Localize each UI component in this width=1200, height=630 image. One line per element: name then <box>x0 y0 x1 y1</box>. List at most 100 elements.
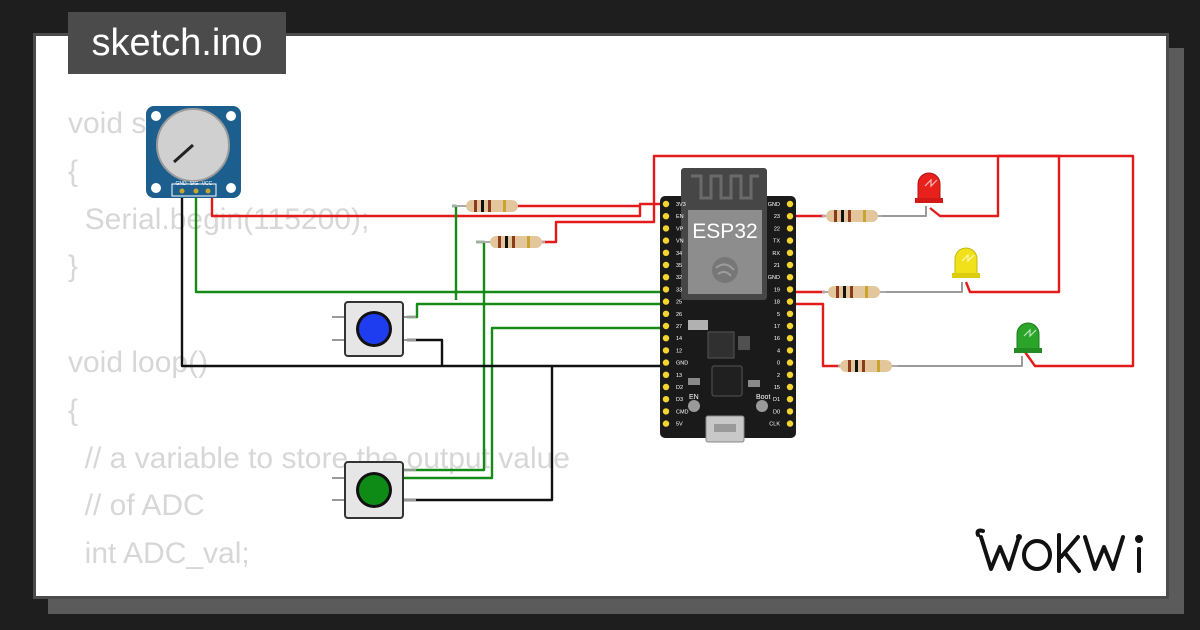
left-pin-header: 3V3ENVPVN343532332526271412GND13D2D3CMD5… <box>662 200 689 428</box>
pushbutton-blue[interactable] <box>332 301 416 357</box>
espressif-logo-icon <box>712 257 738 283</box>
board-pin[interactable] <box>786 359 794 366</box>
board-pin[interactable] <box>786 408 794 415</box>
file-tab[interactable]: sketch.ino <box>68 12 286 74</box>
board-pin[interactable] <box>662 261 670 269</box>
resistor[interactable] <box>838 360 898 372</box>
wire-black[interactable] <box>404 366 554 502</box>
board-pin-label: 17 <box>774 324 780 330</box>
board-pin[interactable] <box>786 286 794 293</box>
board-pin-label: RX <box>772 251 780 257</box>
code-line: { <box>68 393 79 427</box>
board-pin[interactable] <box>662 335 670 342</box>
resistor[interactable] <box>822 286 886 298</box>
potentiometer[interactable]: GND SIG VCC <box>146 106 241 198</box>
wire-red[interactable] <box>540 154 1000 244</box>
board-pin[interactable] <box>662 408 670 415</box>
board-pin[interactable] <box>662 298 670 305</box>
board-pin[interactable] <box>662 383 670 391</box>
resistor[interactable] <box>476 236 545 248</box>
board-pin[interactable] <box>662 310 670 317</box>
board-pin-label: CMD <box>676 409 689 415</box>
usb-chip <box>711 365 743 397</box>
board-pin[interactable] <box>786 335 794 342</box>
code-line: // a variable to store the output value <box>68 441 570 475</box>
board-pin-label: D0 <box>773 409 780 415</box>
wire-red[interactable] <box>789 302 840 368</box>
board-pin[interactable] <box>786 225 794 232</box>
board-pin[interactable] <box>786 274 794 281</box>
board-pin[interactable] <box>786 261 794 269</box>
board-pin[interactable] <box>786 298 794 305</box>
board-pin[interactable] <box>662 420 670 427</box>
board-pin-label: 27 <box>676 324 682 330</box>
board-pin[interactable] <box>786 237 794 244</box>
board-pin[interactable] <box>662 225 670 232</box>
board-pin[interactable] <box>662 371 670 378</box>
board-pin[interactable] <box>662 347 670 354</box>
wokwi-logo <box>975 528 1143 573</box>
antenna-icon <box>691 174 759 200</box>
board-pin-label: 5V <box>676 422 683 428</box>
board-pin-label: 3V3 <box>676 202 686 208</box>
led-red[interactable] <box>915 172 943 203</box>
board-pin[interactable] <box>786 310 794 317</box>
pot-pin-label: SIG <box>190 181 199 187</box>
pin[interactable] <box>205 188 211 194</box>
wire-green[interactable] <box>194 190 668 294</box>
wire-green[interactable] <box>404 240 486 472</box>
button-cap[interactable] <box>359 314 389 344</box>
board-pin[interactable] <box>662 237 670 244</box>
board-pin-label: 4 <box>777 348 780 354</box>
board-pin[interactable] <box>786 322 794 330</box>
wire-black[interactable] <box>180 190 668 368</box>
esp32-board[interactable]: ESP32 EN Boot 3V3ENVPVN34353233252627141… <box>660 168 796 443</box>
board-pin-label: 26 <box>676 312 682 318</box>
wire-green[interactable] <box>407 302 668 319</box>
wire-green[interactable] <box>452 204 458 300</box>
board-pin-label: 5 <box>777 312 780 318</box>
wire-red[interactable] <box>206 186 668 218</box>
board-pin[interactable] <box>786 396 794 403</box>
pushbutton-green[interactable] <box>332 461 416 519</box>
board-pin[interactable] <box>662 249 670 256</box>
board-pin-label: 33 <box>676 287 682 293</box>
board-pin[interactable] <box>662 359 670 366</box>
led-green[interactable] <box>1014 322 1042 353</box>
board-pin[interactable] <box>786 213 794 220</box>
board-pin[interactable] <box>786 347 794 354</box>
board-pin[interactable] <box>662 200 670 208</box>
wire-green[interactable] <box>404 326 668 480</box>
board-pin[interactable] <box>662 213 670 220</box>
mount-hole <box>151 111 161 121</box>
resistor[interactable] <box>452 200 518 212</box>
board-pin-label: 35 <box>676 263 682 269</box>
board-pin[interactable] <box>786 383 794 391</box>
en-button[interactable] <box>688 400 700 412</box>
board-pin-label: TX <box>773 239 780 245</box>
pin[interactable] <box>193 188 199 194</box>
button-cap[interactable] <box>359 475 389 505</box>
pin[interactable] <box>179 188 185 194</box>
resistor[interactable] <box>822 210 882 222</box>
board-pin[interactable] <box>662 274 670 281</box>
board-pin[interactable] <box>786 249 794 256</box>
code-line: void loop() <box>68 345 209 379</box>
board-pin[interactable] <box>662 286 670 293</box>
board-pin[interactable] <box>662 396 670 403</box>
board-pin[interactable] <box>786 371 794 378</box>
board-pin-label: GND <box>768 275 780 281</box>
wire-black[interactable] <box>407 338 444 366</box>
wire-red[interactable] <box>964 154 1061 294</box>
board-pin[interactable] <box>786 200 794 208</box>
board-pin-label: GND <box>768 202 780 208</box>
led-yellow[interactable] <box>952 247 980 278</box>
board-label: ESP32 <box>692 220 757 243</box>
board-pin-label: 18 <box>774 300 780 306</box>
wire-red[interactable] <box>998 154 1135 368</box>
boot-button[interactable] <box>756 400 768 412</box>
board-pin[interactable] <box>662 322 670 330</box>
board-pin[interactable] <box>786 420 794 427</box>
